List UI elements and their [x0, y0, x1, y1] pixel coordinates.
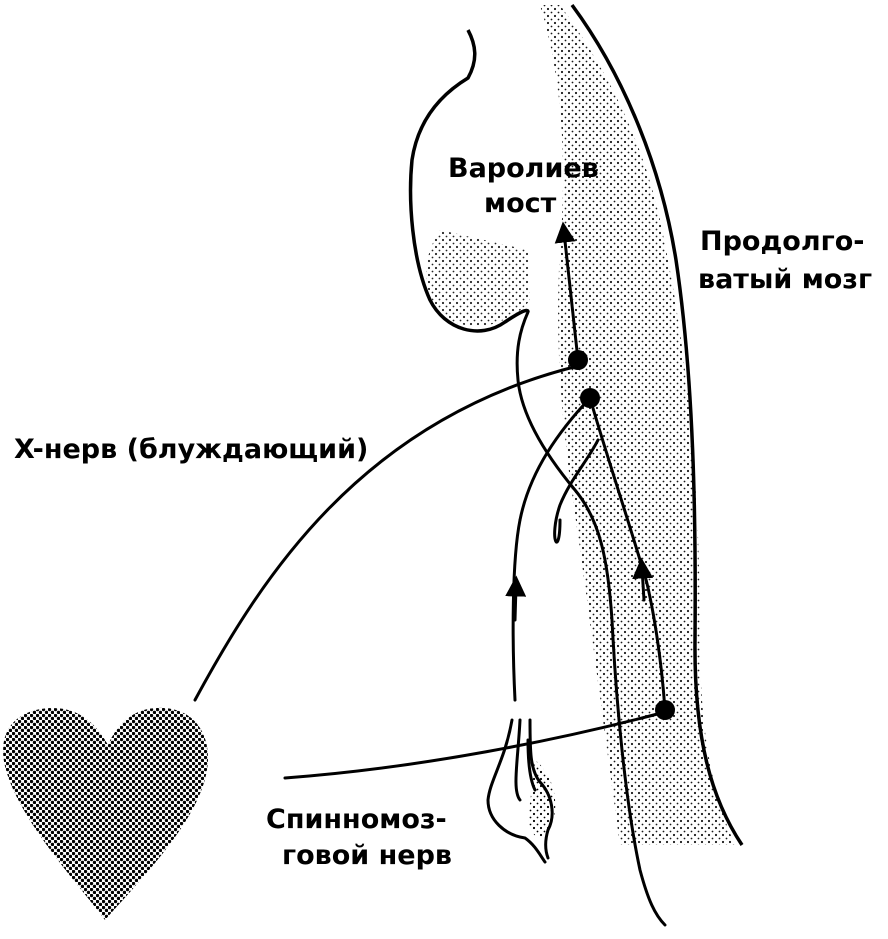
label-medulla-line2: ватый мозг	[698, 264, 872, 295]
pons-shape	[408, 29, 530, 333]
spinal-root-shape	[486, 718, 556, 864]
cord-lines	[515, 310, 667, 927]
label-spinal-line2: говой нерв	[282, 840, 452, 871]
label-vagus: X-нерв (блуждающий)	[14, 434, 368, 465]
spinal-nerve-line	[283, 710, 667, 780]
label-pons-line1: Варолиев	[448, 153, 599, 184]
medulla-shape	[540, 3, 744, 846]
ascending-tract-pons	[554, 221, 580, 362]
label-spinal-line1: Спинномоз-	[266, 804, 447, 835]
vagus-nerve-line	[193, 364, 580, 702]
label-pons-line2: мост	[484, 188, 557, 219]
crossing-tract-right	[588, 396, 667, 712]
neuron-node-lower	[655, 700, 675, 720]
neuron-node-upper	[568, 350, 588, 370]
label-medulla-line1: Продолго-	[700, 226, 864, 257]
neuron-node-middle	[580, 388, 600, 408]
heart-icon	[3, 707, 209, 920]
crossing-tract-left	[505, 396, 592, 702]
